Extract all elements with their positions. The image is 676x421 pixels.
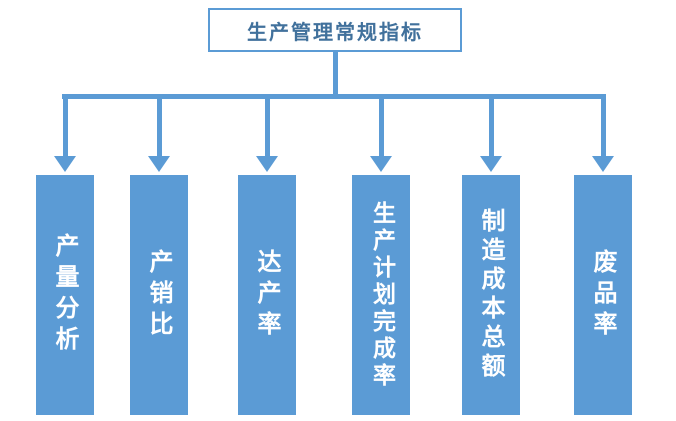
connector-stem bbox=[333, 52, 338, 99]
root-title-node: 生产管理常规指标 bbox=[208, 8, 462, 52]
node-plan-completion-rate: 生产计划完成率 bbox=[352, 175, 410, 415]
arrow-down-icon bbox=[370, 156, 392, 172]
connector-drop-6 bbox=[601, 94, 606, 158]
node-production-sales-ratio: 产销比 bbox=[130, 175, 188, 415]
connector-drop-2 bbox=[157, 94, 162, 158]
arrow-down-icon bbox=[54, 156, 76, 172]
connector-drop-1 bbox=[63, 94, 68, 158]
arrow-down-icon bbox=[480, 156, 502, 172]
connector-drop-3 bbox=[265, 94, 270, 158]
arrow-down-icon bbox=[148, 156, 170, 172]
node-production-volume-analysis: 产量分析 bbox=[36, 175, 94, 415]
arrow-down-icon bbox=[592, 156, 614, 172]
arrow-down-icon bbox=[256, 156, 278, 172]
node-defect-rate: 废品率 bbox=[574, 175, 632, 415]
connector-drop-4 bbox=[379, 94, 384, 158]
connector-horizontal-bar bbox=[62, 94, 606, 99]
node-capacity-attainment-rate: 达产率 bbox=[238, 175, 296, 415]
connector-drop-5 bbox=[489, 94, 494, 158]
node-manufacturing-cost-total: 制造成本总额 bbox=[462, 175, 520, 415]
